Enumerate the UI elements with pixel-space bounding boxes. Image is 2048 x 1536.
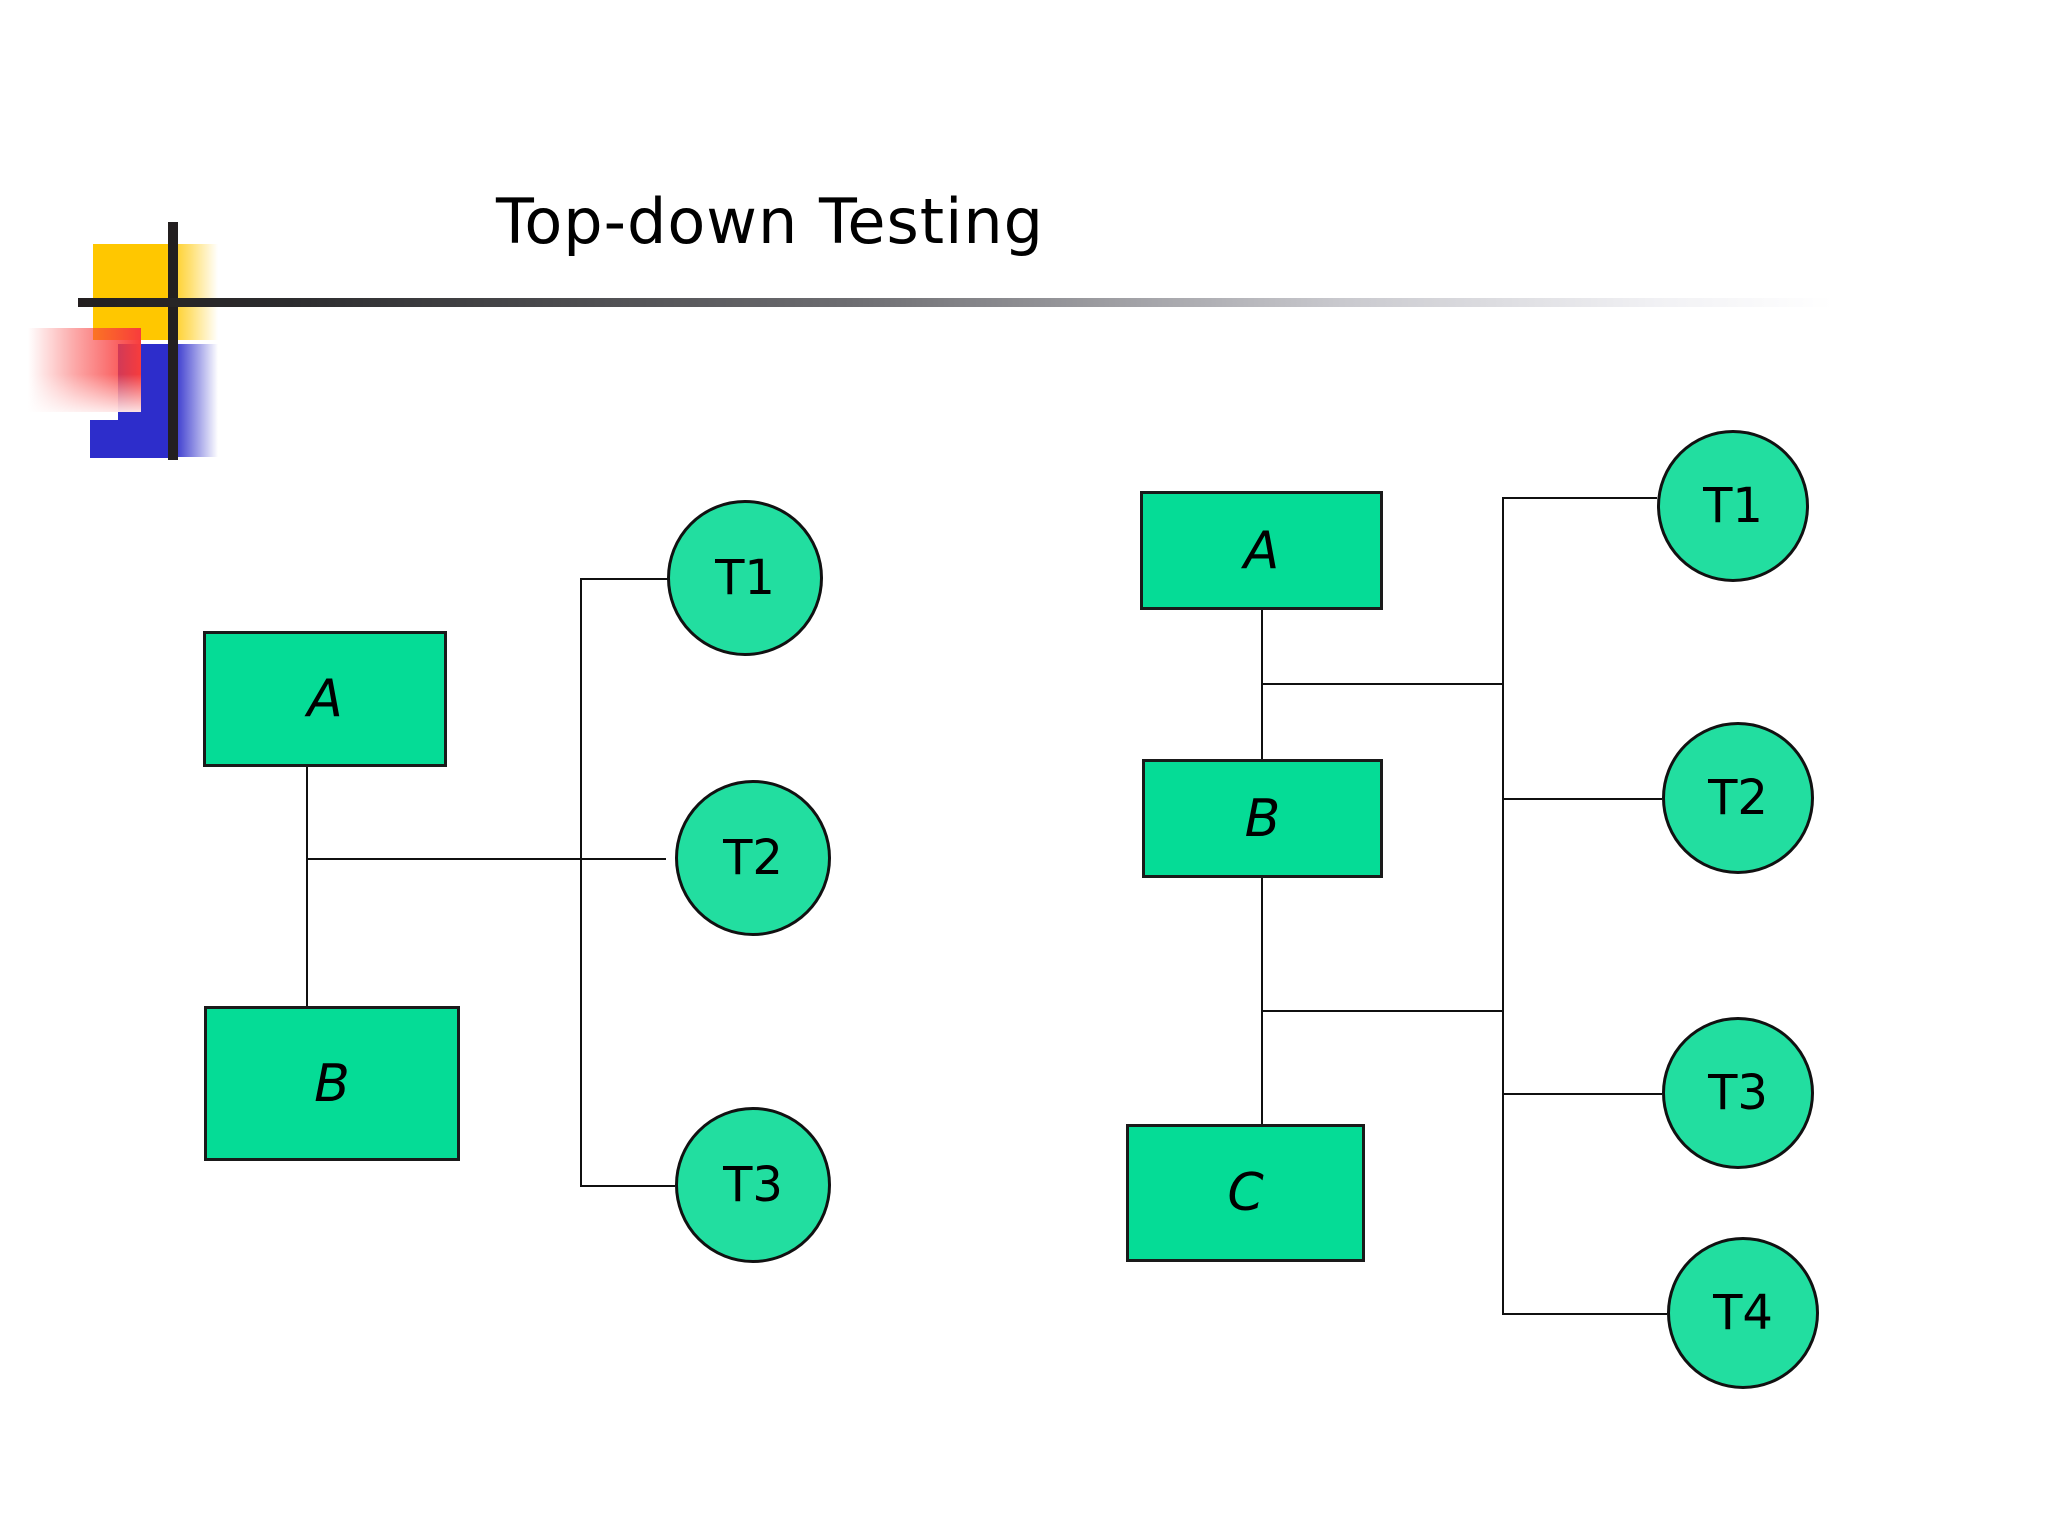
edge-trunk-to-stub-bracket [306, 858, 666, 860]
template-logo [0, 200, 1833, 480]
stub-t2[interactable]: T2 [1662, 722, 1814, 874]
logo-vertical-bar [168, 222, 178, 460]
module-a[interactable]: A [1140, 491, 1383, 610]
logo-horizontal-rule [78, 298, 1833, 307]
edge-b-to-c [1261, 877, 1263, 1126]
stub-t3[interactable]: T3 [675, 1107, 831, 1263]
stub-t1[interactable]: T1 [1657, 430, 1809, 582]
module-c[interactable]: C [1126, 1124, 1365, 1262]
stub-t3[interactable]: T3 [1662, 1017, 1814, 1169]
edge-bracket-to-t3 [580, 1185, 675, 1187]
edge-a-to-b [306, 767, 308, 1077]
stub-t2[interactable]: T2 [675, 780, 831, 936]
module-a[interactable]: A [203, 631, 447, 767]
edge-stub-bracket-vertical [580, 578, 582, 1186]
logo-yellow-square [93, 244, 218, 340]
module-b[interactable]: B [1142, 759, 1383, 878]
slide-title: Top-down Testing [496, 185, 1044, 258]
stub-t1[interactable]: T1 [667, 500, 823, 656]
edge-bracket-to-t1 [1502, 497, 1657, 499]
edge-stub-bracket-vertical [1502, 497, 1504, 1313]
edge-a-to-b [1261, 609, 1263, 761]
edge-bracket-to-t4 [1502, 1313, 1667, 1315]
logo-red-fade [28, 328, 141, 412]
logo-blue-tail [90, 420, 175, 458]
edge-bracket-to-t2 [1502, 798, 1662, 800]
edge-a-trunk-to-bracket [1261, 683, 1503, 685]
edge-b-trunk-to-bracket [1261, 1010, 1503, 1012]
edge-bracket-to-t3 [1502, 1093, 1662, 1095]
edge-bracket-to-t1 [580, 578, 670, 580]
module-b[interactable]: B [204, 1006, 460, 1161]
stub-t4[interactable]: T4 [1667, 1237, 1819, 1389]
